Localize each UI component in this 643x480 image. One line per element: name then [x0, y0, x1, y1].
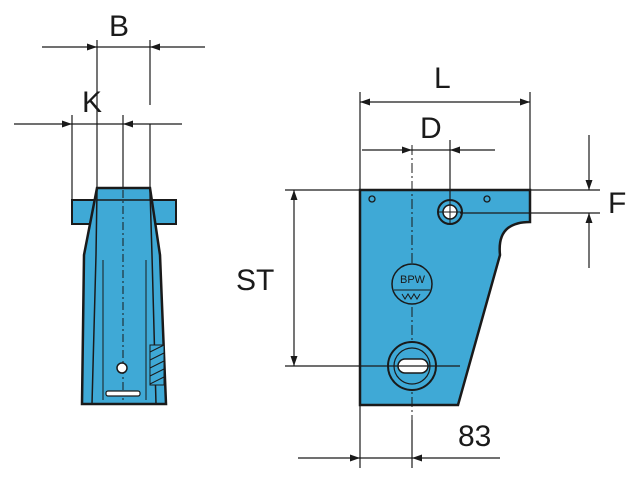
front-view-top-bolt	[437, 199, 463, 225]
dimension-label-k: K	[82, 86, 102, 119]
dimension-label-d: D	[420, 112, 442, 145]
side-view-bolt-hole	[116, 362, 128, 374]
front-view-small-hole-left	[368, 195, 376, 203]
dimension-label-st: ST	[236, 264, 274, 297]
dimension-label-l: L	[434, 62, 451, 95]
dimension-label-b: B	[109, 10, 129, 43]
front-view: BPW	[358, 145, 532, 420]
bpw-stamp: BPW	[391, 263, 433, 305]
side-view-slot	[105, 390, 141, 397]
side-view	[71, 186, 177, 406]
stamp-text-top: BPW	[400, 274, 426, 286]
front-view-small-hole-right	[483, 195, 491, 203]
dimension-label-offset: 83	[458, 420, 491, 453]
dimension-label-f: F	[608, 187, 626, 220]
